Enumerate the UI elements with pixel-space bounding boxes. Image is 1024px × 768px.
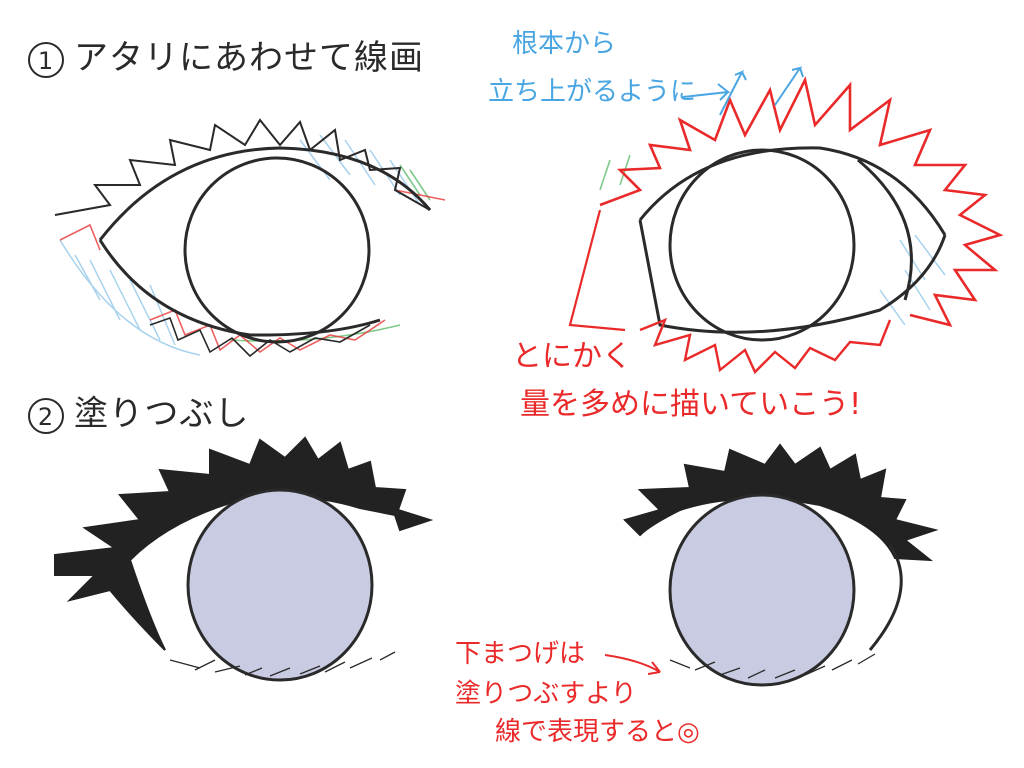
note-lower-lashes-line-1: 下まつげは: [455, 639, 586, 669]
step-1-title: アタリにあわせて線画: [74, 38, 424, 78]
step-2-number: 2: [28, 397, 64, 434]
note-lower-lashes-line-2: 塗りつぶすより: [455, 679, 637, 709]
step-2-title: 塗りつぶし: [74, 394, 250, 434]
step-1-number: 1: [28, 41, 64, 78]
note-roots-line-2: 立ち上がるように: [488, 77, 697, 107]
note-roots-line-1: 根本から: [512, 29, 617, 59]
filled-eye-right: [604, 443, 939, 687]
note-volume-line-2: 量を多めに描いていこう!: [520, 387, 862, 422]
lineart-eye-right: [568, 66, 1004, 375]
step-1-heading: 1 アタリにあわせて線画: [28, 38, 424, 78]
note-lower-lashes-line-3: 線で表現すると◎: [495, 717, 700, 747]
filled-eye-left: [54, 436, 434, 682]
step-2-heading: 2 塗りつぶし: [28, 394, 250, 434]
note-volume-line-1: とにかく: [512, 339, 632, 374]
lineart-eye-left: [54, 118, 446, 358]
